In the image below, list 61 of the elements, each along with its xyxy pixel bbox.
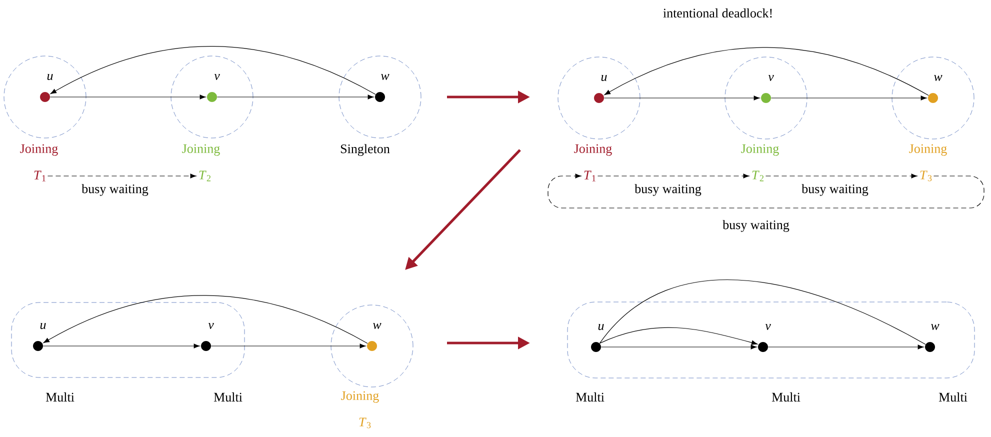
edge-label: busy waiting: [800, 183, 870, 197]
curved-arrow: [604, 47, 929, 96]
cluster-circle: [558, 56, 640, 140]
state-label: Multi: [772, 392, 800, 402]
cluster-circle: [4, 56, 86, 138]
vertex-dot: [594, 93, 604, 103]
cluster-circle: [338, 56, 422, 138]
curved-arrow: [43, 295, 368, 344]
vertex-dot: [591, 342, 601, 352]
vertex-label: v: [768, 74, 774, 82]
thread-label: T$_{2}$: [752, 170, 764, 182]
vertex-label: v: [765, 324, 771, 330]
thread-label: T$_{1}$: [584, 170, 596, 182]
arrow: [42, 344, 200, 348]
arrow: [600, 344, 757, 350]
thread-label: T$_{1}$: [34, 170, 46, 182]
vertex-dot: [207, 92, 217, 102]
arrow: [50, 94, 206, 100]
vertex-label: u: [598, 324, 604, 330]
vertex-label: u: [47, 74, 53, 80]
state-label: Multi: [938, 392, 968, 402]
dashed-arrow: [548, 174, 984, 208]
vertex-label: u: [601, 74, 607, 82]
cluster-outline: [11, 302, 245, 378]
vertex-label: v: [214, 74, 220, 80]
curved-arrow: [50, 46, 376, 95]
arrow: [770, 96, 927, 100]
cluster-circle: [892, 56, 974, 140]
arrow: [210, 344, 366, 348]
cluster-circle: [724, 56, 808, 140]
dashed-arrow: [47, 174, 196, 178]
vertex-label: w: [934, 74, 942, 82]
vertex-label: w: [380, 74, 390, 80]
thread-label: T$_{3}$: [920, 170, 932, 182]
arrow: [604, 96, 760, 100]
vertex-dot: [928, 93, 938, 103]
edge-label: busy waiting: [722, 219, 790, 233]
vertex-label: u: [40, 322, 46, 330]
vertex-label: w: [372, 322, 382, 330]
thread-label: T$_{3}$: [359, 418, 371, 428]
vertex-label: w: [930, 324, 940, 330]
title: intentional deadlock!: [663, 8, 772, 18]
cluster-circle: [330, 304, 414, 388]
edge-label: busy waiting: [634, 183, 702, 197]
vertex-dot: [761, 93, 771, 103]
vertex-dot: [367, 341, 377, 351]
vertex-dot: [40, 92, 50, 102]
state-label: Multi: [576, 392, 604, 402]
vertex-dot: [33, 341, 43, 351]
arrow: [216, 94, 374, 100]
curved-line: [599, 280, 926, 345]
thread-label: T$_{2}$: [199, 170, 211, 182]
cluster-circle: [170, 56, 254, 138]
vertex-label: v: [208, 322, 214, 330]
dashed-arrow: [597, 174, 750, 178]
state-label: Joining: [341, 391, 379, 403]
arrow: [768, 344, 924, 350]
edge-label: busy waiting: [80, 183, 150, 197]
curved-arrow: [599, 327, 758, 345]
cluster-outline: [567, 302, 975, 378]
dashed-arrow: [765, 174, 918, 178]
